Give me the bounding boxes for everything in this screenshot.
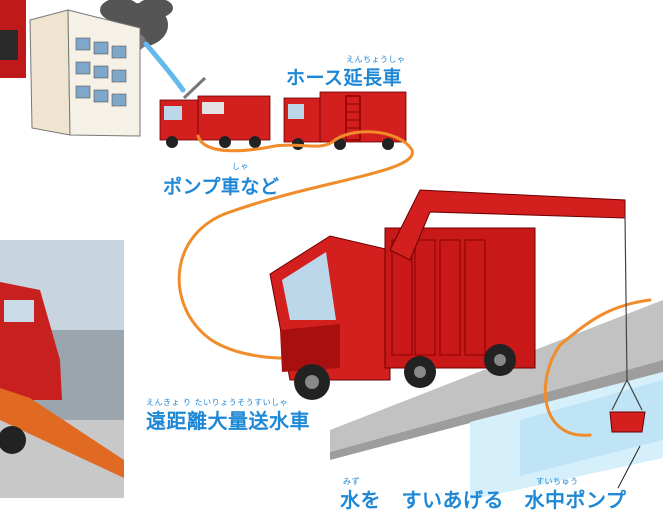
water-spray [143, 41, 186, 93]
long-distance-ruby: えんきょ り たいりょうそうすいしゃ [146, 398, 289, 407]
pump-truck-ruby: しゃ [232, 162, 249, 171]
cropped-truck-top-left [0, 0, 26, 78]
suction-ruby: すいちゅう [536, 477, 579, 486]
hose-truck-label: ホース延長車 [286, 67, 403, 89]
pump-truck [159, 76, 271, 148]
long-distance-label: 遠距離大量送水車 [146, 409, 310, 433]
hose-line [177, 130, 652, 437]
submerged-pump [609, 379, 646, 433]
pump-truck-label: ポンプ車など [163, 176, 280, 198]
hose-extension-truck [283, 91, 407, 150]
long-distance-water-truck [269, 189, 628, 400]
water-ruby: みず [343, 477, 360, 486]
hose-truck-ruby: えんちょうしゃ [346, 55, 406, 64]
submerged-pump-label: 水を すいあげる 水中ポンプ [340, 488, 627, 512]
pump-pointer-line [617, 445, 641, 489]
fire-truck-photo [0, 240, 124, 498]
burning-building [29, 9, 141, 137]
